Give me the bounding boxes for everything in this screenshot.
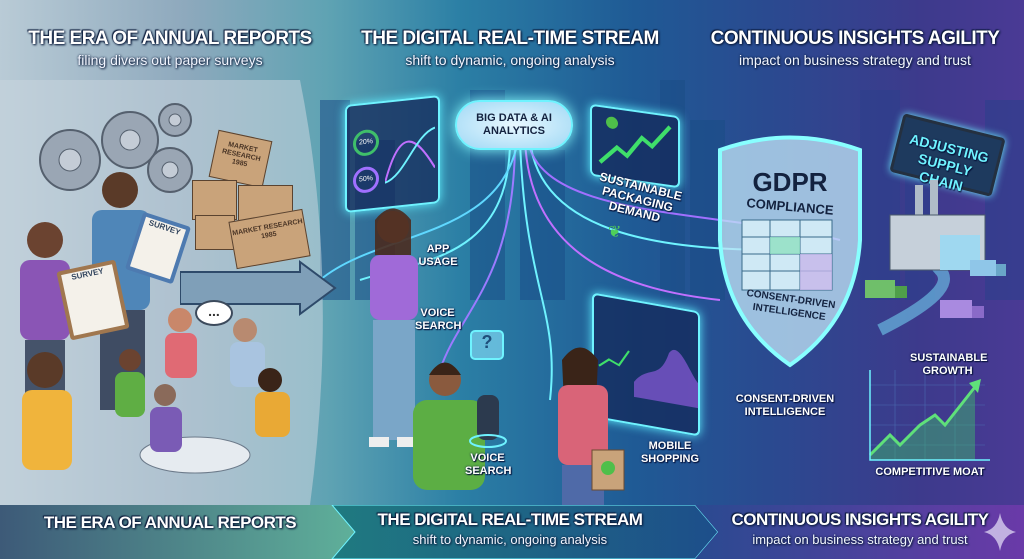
footer-subtitle-3: impact on business strategy and trust — [752, 532, 968, 547]
competitive-moat-label: COMPETITIVE MOAT — [875, 466, 985, 478]
woman-using-phone — [369, 208, 418, 447]
leaf-icon: ❦ — [608, 224, 622, 241]
consent-driven-label: CONSENT-DRIVEN INTELLIGENCE — [735, 393, 835, 418]
header-subtitle-1: filing divers out paper surveys — [77, 52, 263, 68]
archive-box-plain — [195, 215, 235, 250]
dashboard-gauge: 50% — [353, 165, 379, 195]
woman-mobile-shopping — [558, 347, 625, 505]
voice-search-label-2: VOICE SEARCH — [465, 452, 512, 477]
man-voice-search — [413, 362, 507, 490]
shopping-dashboard — [592, 292, 700, 437]
analytics-dashboard: 20% 50% — [345, 95, 440, 213]
app-usage-label: APP USAGE — [418, 243, 458, 268]
growth-chart — [868, 370, 990, 461]
voice-search-label-1: VOICE SEARCH — [415, 307, 462, 332]
factory-logistics — [865, 180, 1006, 336]
header-title-2: THE DIGITAL REAL-TIME STREAM — [361, 28, 659, 49]
mobile-shopping-label: MOBILE SHOPPING — [640, 440, 700, 465]
footer-title-1: THE ERA OF ANNUAL REPORTS — [43, 513, 297, 532]
speech-bubble: ... — [195, 300, 233, 326]
gears-icon — [39, 103, 193, 193]
growth-arrow-icon — [598, 116, 672, 164]
header-subtitle-3: impact on business strategy and trust — [739, 52, 971, 68]
header-subtitle-2: shift to dynamic, ongoing analysis — [405, 52, 615, 68]
archive-box-plain — [192, 180, 237, 220]
footer-chevrons — [0, 505, 1024, 559]
dashboard-gauge: 20% — [353, 128, 379, 158]
question-bubble: ? — [470, 330, 504, 360]
header-title-1: THE ERA OF ANNUAL REPORTS — [28, 28, 312, 49]
shield-icon — [718, 135, 862, 368]
growth-chart-panel — [590, 103, 680, 189]
sparkle-icon — [984, 513, 1016, 551]
footer-title-2: THE DIGITAL REAL-TIME STREAM — [377, 510, 643, 529]
header-title-3: CONTINUOUS INSIGHTS AGILITY — [710, 28, 1000, 49]
sustainable-growth-label: SUSTAINABLE GROWTH — [910, 352, 988, 377]
dashboard-line-chart — [385, 126, 435, 184]
dashboard-area-chart — [598, 350, 698, 409]
footer-subtitle-2: shift to dynamic, ongoing analysis — [412, 532, 608, 547]
cloud-big-data: BIG DATA & AI ANALYTICS — [455, 100, 573, 150]
gdpr-title: GDPR — [752, 167, 828, 197]
cloud-label: BIG DATA & AI ANALYTICS — [476, 112, 552, 137]
footer-title-3: CONTINUOUS INSIGHTS AGILITY — [731, 510, 989, 529]
